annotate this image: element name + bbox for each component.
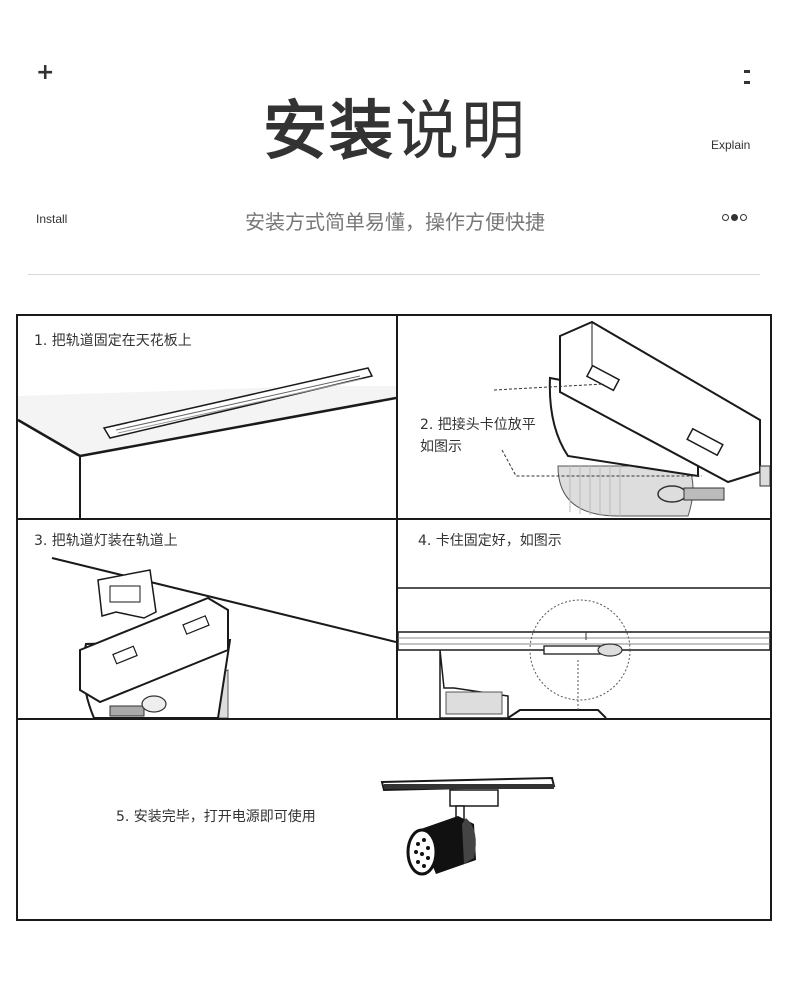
step-4-panel: 4. 卡住固定好，如图示	[398, 520, 770, 718]
step-2-illustration	[493, 320, 770, 517]
step-2-panel: 2. 把接头卡位放平 如图示	[398, 316, 770, 518]
dot-2	[731, 214, 738, 221]
grid-row-divider-1	[18, 518, 770, 520]
step-5-panel: 5. 安装完毕，打开电源即可使用	[18, 720, 770, 919]
page-title-bold: 安装	[263, 95, 395, 169]
grid-row-divider-2	[18, 718, 770, 720]
install-label: Install	[36, 212, 68, 226]
step-2-caption: 2. 把接头卡位放平 如图示	[420, 417, 536, 455]
header-divider	[28, 274, 760, 275]
plus-icon: +	[36, 60, 55, 85]
corner-mark-icon	[744, 70, 750, 84]
step-5-illustration	[380, 776, 556, 876]
pagination-dots-icon	[722, 214, 747, 224]
step-1-panel: 1. 把轨道固定在天花板上	[18, 316, 396, 518]
step-3-illustration	[51, 557, 396, 718]
step-4-caption: 4. 卡住固定好，如图示	[418, 533, 562, 549]
step-1-illustration	[18, 367, 396, 518]
step-3-panel: 3. 把轨道灯装在轨道上	[18, 520, 396, 718]
step-4-illustration	[398, 587, 770, 718]
dot-1	[722, 214, 729, 221]
dot-3	[740, 214, 747, 221]
step-3-caption: 3. 把轨道灯装在轨道上	[34, 533, 178, 549]
instruction-grid: 1. 把轨道固定在天花板上 2. 把接头卡位放平 如图示	[16, 314, 772, 921]
step-1-caption: 1. 把轨道固定在天花板上	[34, 333, 192, 349]
page-title: 安装说明	[0, 92, 790, 172]
step-5-caption: 5. 安装完毕，打开电源即可使用	[116, 809, 316, 825]
page-subtitle: 安装方式简单易懂，操作方便快捷	[245, 210, 545, 234]
explain-label: Explain	[711, 138, 751, 152]
page-title-light: 说明	[395, 95, 527, 169]
